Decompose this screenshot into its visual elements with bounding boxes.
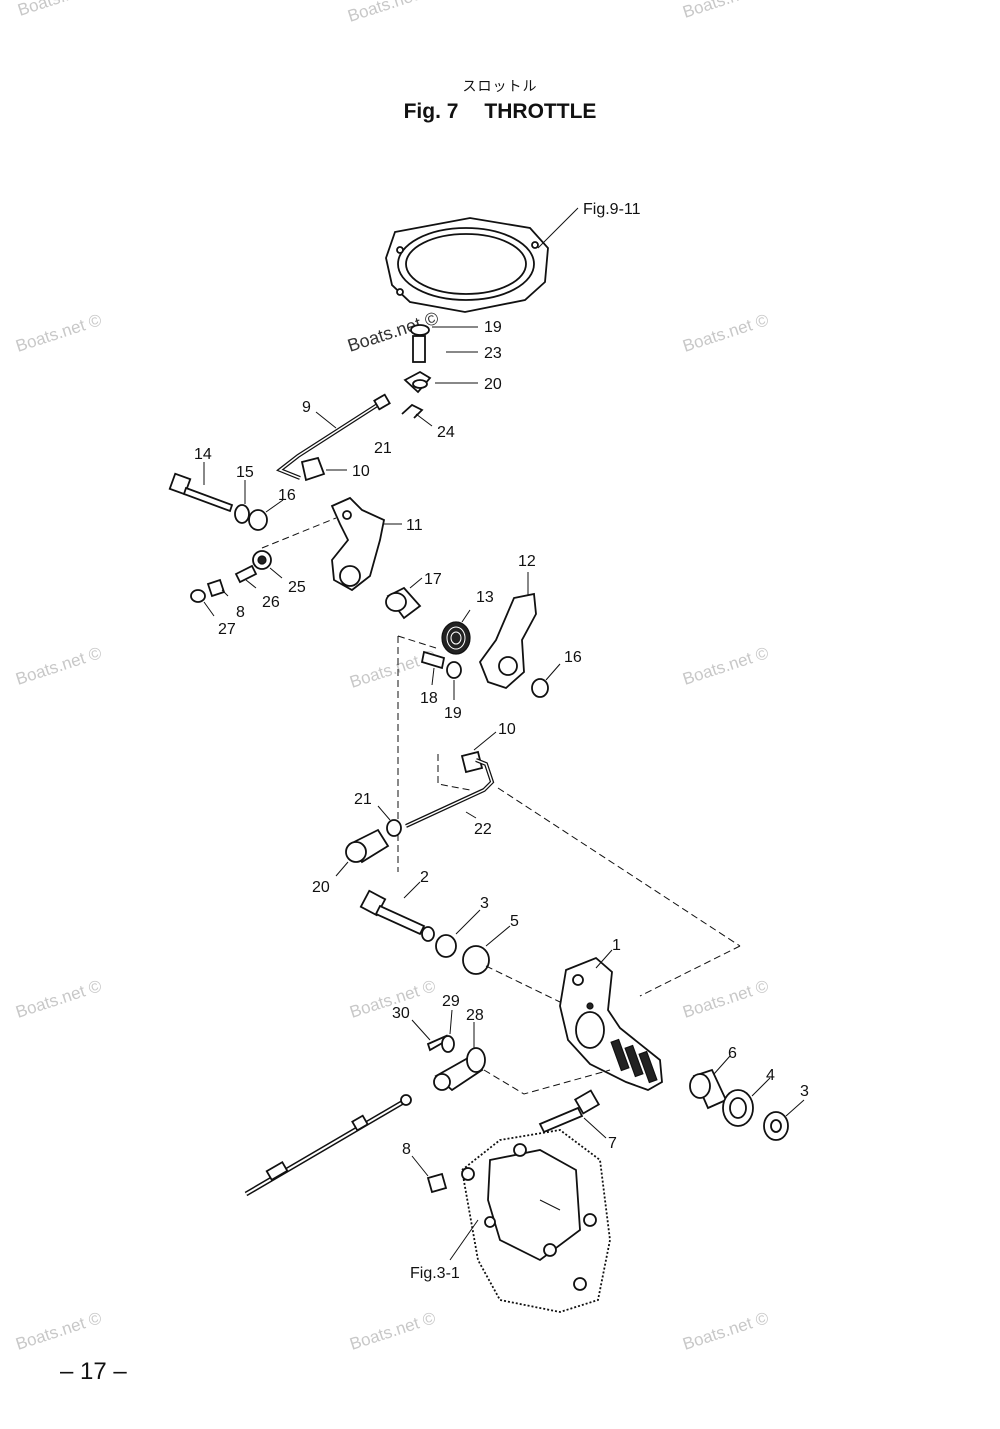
watermark: Boats.net ©: [13, 310, 104, 356]
callout: 17: [424, 571, 442, 588]
callout: 16: [278, 487, 296, 504]
collar-6: [689, 1068, 728, 1110]
callout: 28: [466, 1007, 484, 1024]
washer-29: [441, 1035, 455, 1053]
callout: 16: [564, 649, 582, 666]
watermark-layer: Boats.net © Boats.net © Boats.net © Boat…: [13, 0, 771, 1354]
bolt-14: [168, 472, 234, 513]
callout: 3: [800, 1083, 809, 1100]
figure-number: Fig. 7: [403, 100, 459, 123]
nut-21: [386, 819, 402, 837]
screw-26: [234, 564, 258, 584]
callout: 21: [354, 791, 372, 808]
callout: 19: [484, 319, 502, 336]
callout: 2: [420, 869, 429, 886]
washer-15: [234, 504, 250, 524]
collar-17: [385, 586, 422, 620]
crankcase-block: [461, 1129, 611, 1313]
bushing-4: [722, 1089, 754, 1127]
figure-name: THROTTLE: [484, 100, 597, 123]
figure-subtitle-japanese: スロットル: [462, 79, 538, 95]
callout: 19: [444, 705, 462, 722]
callout: 8: [402, 1141, 411, 1158]
callout: 10: [498, 721, 516, 738]
rod-22: [405, 758, 495, 828]
callout: 15: [236, 464, 254, 481]
callout: 4: [766, 1067, 775, 1084]
throttle-arm-12: [478, 592, 537, 690]
washer-16: [248, 509, 268, 531]
washer-19: [446, 661, 462, 679]
callout: 6: [728, 1045, 737, 1062]
pivot-pin-18: [420, 650, 446, 670]
callout: 10: [352, 463, 370, 480]
callout: 27: [218, 621, 236, 638]
callout: 5: [510, 913, 519, 930]
watermark: Boats.net ©: [680, 310, 771, 356]
washer-5: [462, 945, 490, 975]
throttle-body-bracket-1: [559, 956, 663, 1091]
spring-13: [441, 621, 471, 655]
bolt-7: [538, 1089, 601, 1134]
ball-joint-28: [433, 1047, 486, 1092]
nut-8: [206, 578, 226, 598]
callout: 24: [437, 424, 455, 441]
watermark: Boats.net ©: [13, 976, 104, 1022]
page-number: – 17 –: [60, 1358, 127, 1385]
nut-10: [460, 750, 484, 774]
washer-27: [190, 589, 206, 603]
bolt-2: [359, 889, 426, 936]
callout: 20: [484, 376, 502, 393]
nut-10: [300, 456, 326, 482]
callout: 22: [474, 821, 492, 838]
throttle-cable: [244, 1094, 412, 1197]
washer-3: [435, 934, 457, 958]
watermark: Boats.net ©: [345, 0, 436, 26]
callout: 8: [236, 604, 245, 621]
link-pin-assembly-top: [403, 324, 432, 394]
watermark: Boats.net ©: [680, 1308, 771, 1354]
flywheel-cover-ring: [385, 217, 549, 313]
watermark: Boats.net ©: [680, 976, 771, 1022]
reference-fig-3-1: Fig.3-1: [410, 1265, 460, 1282]
watermark: Boats.net ©: [680, 643, 771, 689]
callout: 12: [518, 553, 536, 570]
callout: 9: [302, 399, 311, 416]
ball-joint-20: [345, 828, 390, 864]
callout: 29: [442, 993, 460, 1010]
callout: 25: [288, 579, 306, 596]
callout: 23: [484, 345, 502, 362]
watermark: Boats.net ©: [347, 1308, 438, 1354]
reference-fig-9-11: Fig.9-11: [583, 201, 641, 218]
callout: 11: [406, 517, 423, 534]
callout: 14: [194, 446, 212, 463]
washer-16: [531, 678, 549, 698]
watermark: Boats.net ©: [13, 1308, 104, 1354]
callout: 21: [374, 440, 392, 457]
watermark: Boats.net ©: [680, 0, 771, 22]
watermark: Boats.net ©: [13, 643, 104, 689]
callout: 18: [420, 690, 438, 707]
watermark: Boats.net ©: [15, 0, 106, 20]
throttle-rod-9: [276, 393, 391, 480]
callout: 13: [476, 589, 494, 606]
figure-title: Fig. 7 THROTTLE: [0, 100, 1000, 124]
callout: 30: [392, 1005, 410, 1022]
callout: 26: [262, 594, 280, 611]
callout: 3: [480, 895, 489, 912]
spring-washer: [421, 926, 435, 942]
callout: 20: [312, 879, 330, 896]
nut-8: [426, 1172, 448, 1194]
callout: 7: [608, 1135, 617, 1152]
callout: 1: [612, 937, 621, 954]
throttle-lever-11: [330, 496, 386, 592]
